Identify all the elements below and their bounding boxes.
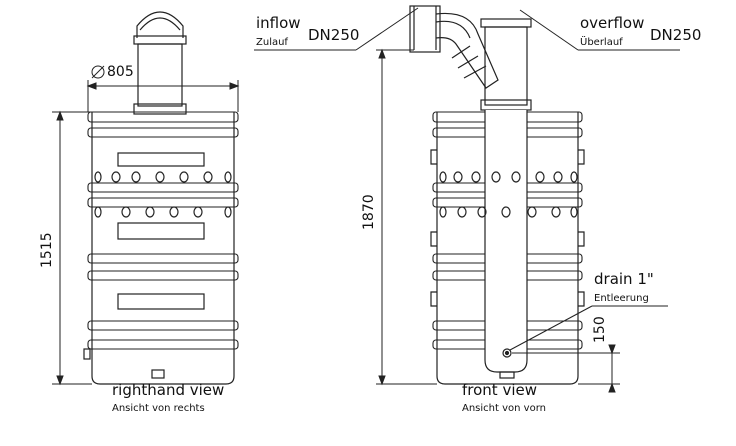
righthand-view-drawing	[83, 11, 239, 385]
inflow-german-label: Zulauf	[256, 37, 288, 48]
inflow-label: inflow	[256, 14, 301, 32]
diameter-value: 805	[107, 64, 134, 80]
drain-german-label: Entleerung	[594, 293, 649, 304]
front-view-german-title: Ansicht von vorn	[462, 403, 546, 414]
overflow-german-label: Überlauf	[580, 37, 623, 48]
front-view-drawing	[409, 5, 585, 385]
inflow-size-label: DN250	[308, 26, 360, 44]
righthand-view-german-title: Ansicht von rechts	[112, 403, 205, 414]
height-1515-dimension	[52, 110, 92, 386]
front-view-title: front view	[462, 381, 537, 399]
overflow-label: overflow	[580, 14, 645, 32]
leader-lines	[254, 7, 680, 351]
height-150-dimension	[512, 344, 620, 393]
righthand-view-title: righthand view	[112, 381, 225, 399]
overflow-size-label: DN250	[650, 26, 702, 44]
diameter-dimension	[86, 65, 240, 112]
height-1870-dimension	[376, 48, 437, 386]
drain-label: drain 1"	[594, 270, 654, 288]
height-150-value: 150	[592, 316, 608, 343]
height-1515-value: 1515	[39, 232, 55, 268]
height-1870-value: 1870	[361, 194, 377, 230]
